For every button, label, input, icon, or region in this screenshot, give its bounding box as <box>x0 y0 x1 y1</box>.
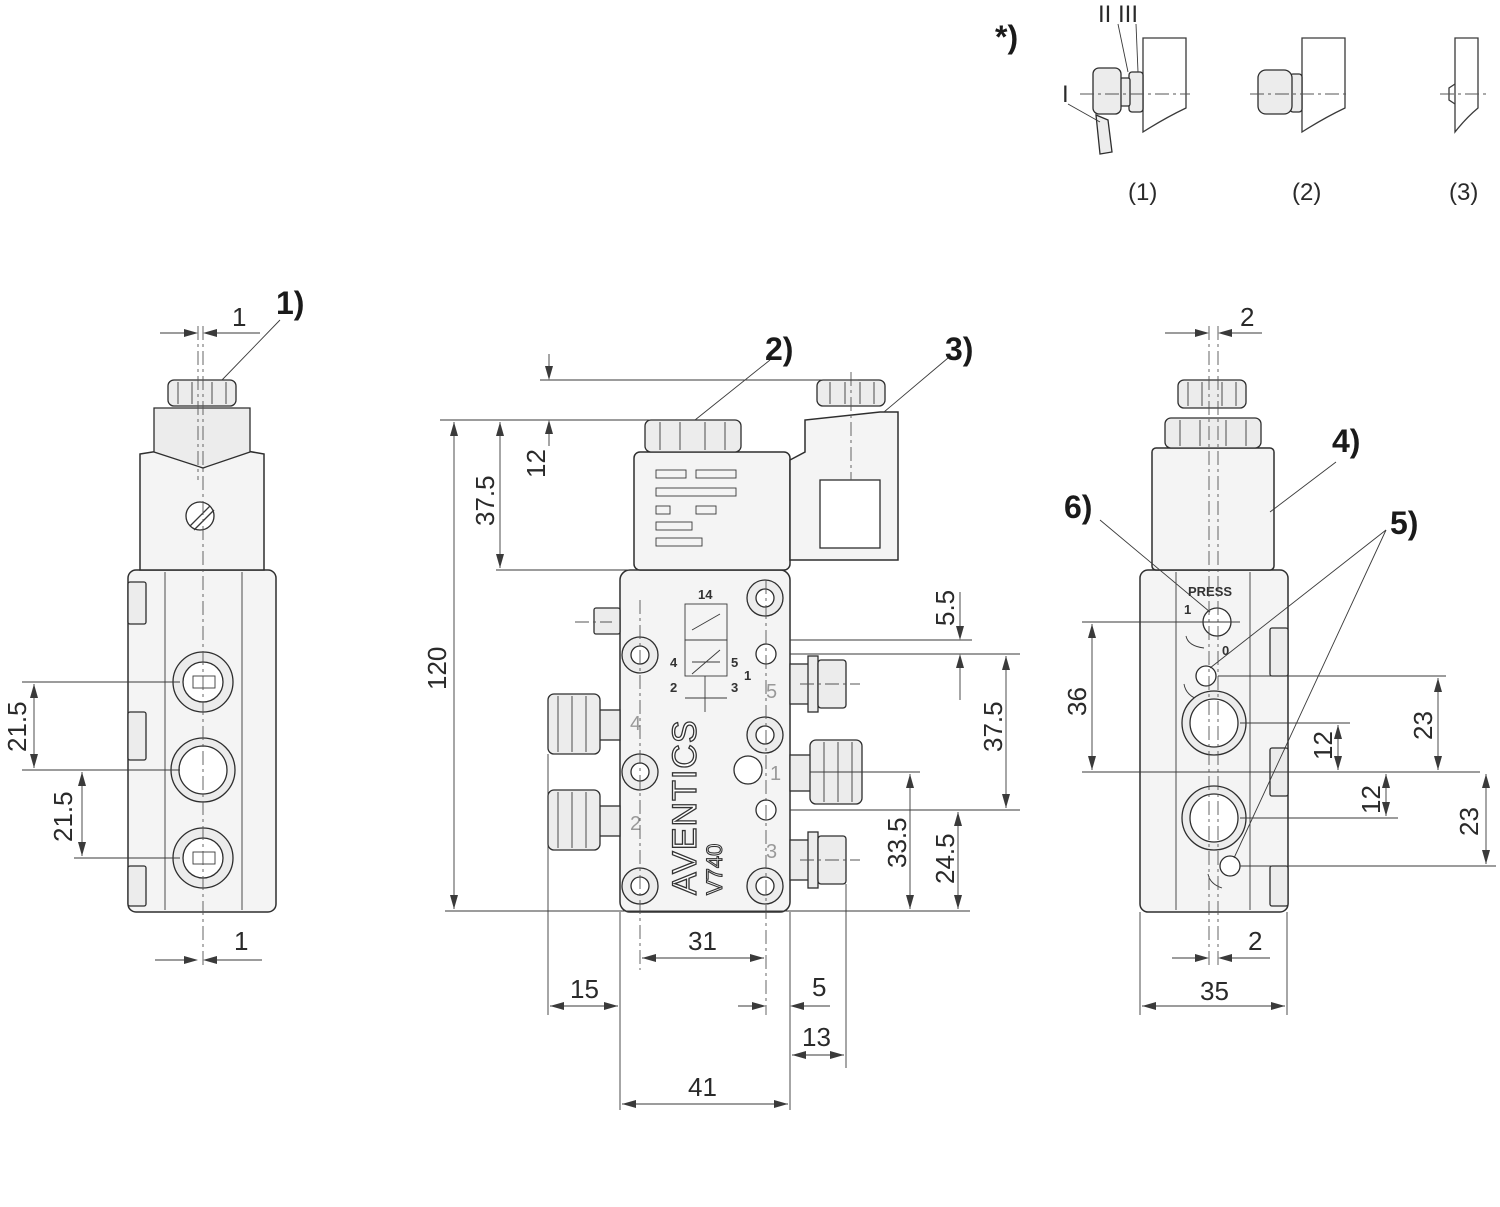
schematic-label-2: 2 <box>670 680 677 695</box>
dim-center-37-5-top: 37.5 <box>470 475 500 526</box>
port-label-5: 5 <box>766 681 777 703</box>
detail-view: *) II III I (1) (2) (3 <box>995 1 1490 206</box>
dim-center-5-5: 5.5 <box>930 590 960 626</box>
position-I-label: I <box>1062 81 1069 108</box>
dim-right-12-a: 12 <box>1308 731 1338 760</box>
callout-2: 2) <box>765 331 793 367</box>
press-label: PRESS <box>1188 584 1232 599</box>
callout-3: 3) <box>945 331 973 367</box>
schematic-label-3: 3 <box>731 680 738 695</box>
caption-1: (1) <box>1128 179 1157 206</box>
dim-right-12-b: 12 <box>1356 785 1386 814</box>
dim-center-41: 41 <box>688 1072 717 1102</box>
dim-left-v1: 21.5 <box>2 701 32 752</box>
dim-center-15: 15 <box>570 974 599 1004</box>
schematic-label-4: 4 <box>670 655 678 670</box>
model-text: V740 <box>702 844 727 895</box>
dim-left-bottom: 1 <box>234 926 248 956</box>
port-label-3: 3 <box>766 841 777 863</box>
front-view-center: 14 4 5 1 2 3 AVENTICS V740 5 1 4 2 3 <box>422 331 1020 1110</box>
detail-override-position-1 <box>1067 23 1190 155</box>
knob-mark-1: 1 <box>1184 602 1191 617</box>
schematic-label-14: 14 <box>698 587 713 602</box>
callout-5: 5) <box>1390 505 1418 541</box>
dim-right-23-upper: 23 <box>1408 711 1438 740</box>
dim-right-23-lower: 23 <box>1454 807 1484 836</box>
knob-mark-0: 0 <box>1222 643 1229 658</box>
fitting-port-2 <box>547 789 621 851</box>
dim-center-24-5: 24.5 <box>930 833 960 884</box>
dim-center-33-5: 33.5 <box>882 817 912 868</box>
detail-marker: *) <box>995 19 1018 55</box>
port-connector-right-lower <box>1181 785 1247 851</box>
fitting-port-4 <box>547 693 621 755</box>
dim-center-13: 13 <box>802 1022 831 1052</box>
port-connector-right-upper <box>1181 690 1247 756</box>
schematic-label-1: 1 <box>744 668 751 683</box>
side-view-left: 1) 1 1 21.5 21.5 <box>2 285 304 965</box>
coil-label-plate <box>655 469 737 547</box>
brand-logo-text: AVENTICS <box>666 719 704 895</box>
dim-center-5: 5 <box>812 972 826 1002</box>
callout-4: 4) <box>1332 423 1360 459</box>
port-label-4: 4 <box>630 713 641 735</box>
valve-schematic-symbol: 14 4 5 1 2 3 <box>670 587 751 712</box>
port-label-1: 1 <box>770 763 781 785</box>
dim-center-37-5-right: 37.5 <box>978 701 1008 752</box>
callout-1: 1) <box>276 285 304 321</box>
caption-3: (3) <box>1449 179 1478 206</box>
dim-left-top: 1 <box>232 302 246 332</box>
dim-center-31: 31 <box>688 926 717 956</box>
schematic-label-5: 5 <box>731 655 738 670</box>
callout-6: 6) <box>1064 489 1092 525</box>
dim-right-36: 36 <box>1062 687 1092 716</box>
dim-center-120: 120 <box>422 647 452 690</box>
position-II-III-label: II III <box>1098 1 1138 28</box>
caption-2: (2) <box>1292 179 1321 206</box>
dim-left-v2: 21.5 <box>48 791 78 842</box>
side-view-right: PRESS 1 0 4) 5) 6) 2 <box>1062 302 1496 1015</box>
dim-right-top: 2 <box>1240 302 1254 332</box>
dim-center-12: 12 <box>521 449 551 478</box>
detail-override-position-3 <box>1440 37 1490 134</box>
detail-override-position-2 <box>1250 37 1350 134</box>
dim-right-35: 35 <box>1200 976 1229 1006</box>
port-label-2: 2 <box>630 813 641 835</box>
dim-right-bottom: 2 <box>1248 926 1262 956</box>
